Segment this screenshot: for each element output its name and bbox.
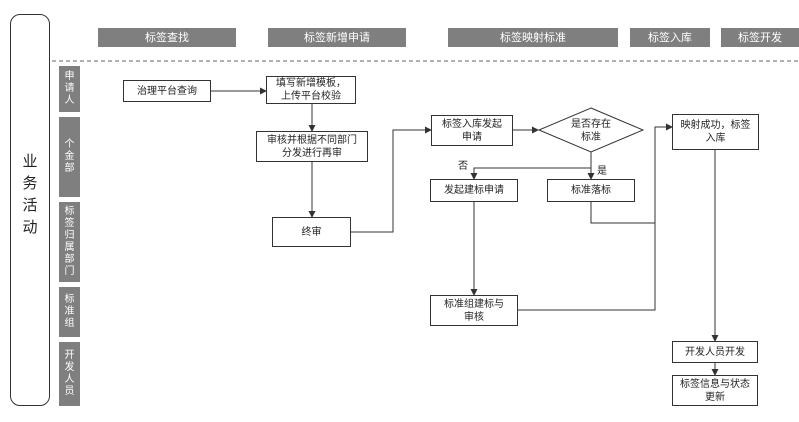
node-standard-build-review: 标准组建标与 审核 bbox=[430, 295, 518, 326]
lane-personal-finance: 个 金 部 bbox=[59, 117, 80, 197]
phase-tag-search: 标签查找 bbox=[98, 28, 236, 47]
edge-build-to-success bbox=[518, 123, 673, 311]
lane-standards-group: 标 准 组 bbox=[59, 287, 80, 337]
lane-applicant: 申 请 人 bbox=[59, 66, 80, 112]
node-final-review: 终审 bbox=[272, 217, 351, 247]
node-developer-dev: 开发人员开发 bbox=[672, 341, 758, 363]
edge-label-no: 否 bbox=[458, 161, 468, 172]
phase-tag-storage: 标签入库 bbox=[630, 28, 710, 47]
lane-tag-owner-dept: 标 签 归 属 部 门 bbox=[59, 202, 80, 282]
node-tag-info-update: 标签信息与状态 更新 bbox=[672, 375, 758, 406]
node-platform-query: 治理平台查询 bbox=[123, 80, 211, 102]
node-review-dispatch: 审核并根据不同部门 分发进行再审 bbox=[256, 131, 368, 162]
decision-diamond bbox=[537, 107, 645, 153]
node-new-standard-request: 发起建标申请 bbox=[430, 179, 518, 202]
business-activity-label: 业 务 活 动 bbox=[22, 152, 38, 236]
edge-final-to-submit bbox=[351, 126, 432, 233]
node-standard-landing: 标准落标 bbox=[547, 179, 635, 202]
node-submit-storage-request: 标签入库发起 申请 bbox=[431, 115, 513, 146]
edge-stdtag-to-success bbox=[590, 202, 655, 224]
phase-tag-new-request: 标签新增申请 bbox=[268, 28, 406, 47]
edge-decision-no bbox=[470, 152, 592, 180]
phase-tag-development: 标签开发 bbox=[721, 28, 799, 47]
business-activity-bracket bbox=[10, 14, 50, 406]
edge-label-yes: 是 bbox=[597, 166, 607, 177]
lane-developers: 开 发 人 员 bbox=[59, 342, 80, 406]
node-fill-template: 填写新增模板， 上传平台校验 bbox=[266, 76, 356, 104]
node-mapping-success: 映射成功，标签 入库 bbox=[672, 114, 759, 150]
phase-tag-mapping: 标签映射标准 bbox=[448, 28, 618, 47]
decision-standard-exists: 是否存在 标准 bbox=[571, 119, 611, 143]
